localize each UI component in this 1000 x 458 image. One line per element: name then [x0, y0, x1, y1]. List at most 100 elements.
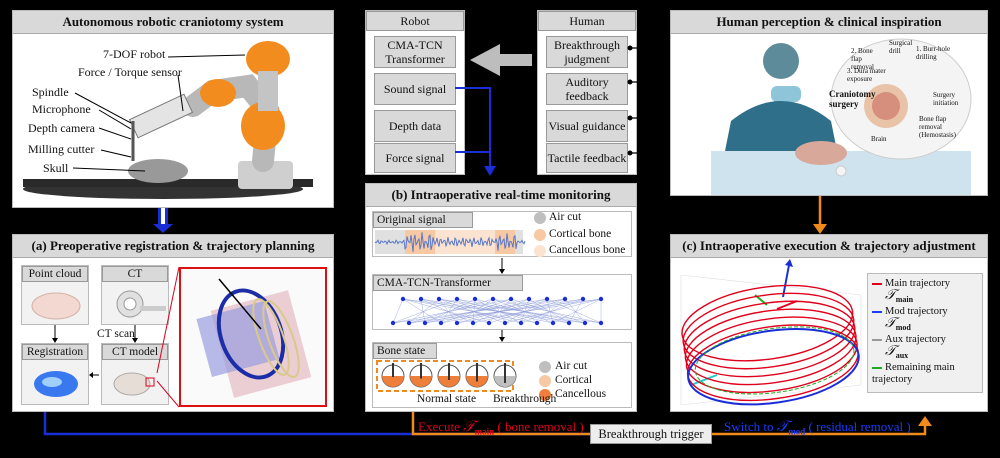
bubble-step-3: 3. Dura mater exposure	[847, 67, 886, 83]
label-spindle: Spindle	[32, 85, 69, 99]
execute-prefix: Execute	[418, 419, 464, 434]
bubble-step-2: 2. Bone flap removal	[851, 47, 874, 71]
signal-waveform	[374, 230, 526, 254]
net-node	[598, 320, 604, 326]
ct-model-label: CT model	[102, 344, 168, 360]
bubble-step-1: 1. Burr-hole drilling	[916, 45, 951, 61]
execute-sym: 𝒯	[463, 419, 475, 435]
bone-state-icon	[493, 363, 517, 388]
robot-header: Robot	[366, 11, 464, 31]
label-force-torque-sensor: Force / Torque sensor	[78, 65, 182, 79]
legend-symbol: 𝒯	[885, 344, 896, 359]
legend2-cancellous: Cancellous	[555, 388, 607, 400]
execution-panel: (c) Intraoperative execution & trajector…	[670, 234, 988, 412]
label-7dof-robot: 7-DOF robot	[103, 47, 166, 61]
label-depth-camera: Depth camera	[28, 121, 95, 135]
bone-state-icon	[465, 363, 489, 388]
switch-suffix: ( residual removal )	[805, 419, 911, 434]
main-trajectory-loop	[685, 316, 858, 394]
system-title: Autonomous robotic craniotomy system	[13, 11, 333, 34]
trajectory-plot	[680, 259, 862, 406]
ct-box: CT	[101, 265, 169, 325]
legend-swatch	[872, 366, 882, 369]
planning-panel: (a) Preoperative registration & trajecto…	[12, 234, 334, 412]
breakthrough-label: Breakthrough	[493, 393, 557, 405]
bubble-hemostasis: Bone flap removal (Hemostasis)	[919, 115, 956, 139]
net-node	[406, 320, 412, 326]
robot-illustration	[23, 41, 313, 199]
bubble-drill: Surgical drill	[889, 39, 913, 55]
label-milling-cutter: Milling cutter	[28, 142, 95, 156]
legend-swatch	[872, 310, 882, 313]
net-node	[550, 320, 556, 326]
legend1-air-cut: Air cut	[549, 211, 582, 223]
net-node	[526, 296, 532, 302]
robot-item-depth-data: Depth data	[374, 110, 456, 142]
net-node	[438, 320, 444, 326]
point-cloud-box: Point cloud	[21, 265, 89, 325]
registration-image	[34, 371, 78, 397]
net-node	[580, 296, 586, 302]
net-node	[534, 320, 540, 326]
original-signal-label: Original signal	[373, 212, 473, 228]
net-node	[472, 296, 478, 302]
legend1-cancellous-bone: Cancellous bone	[549, 244, 626, 256]
ct-scanner-image	[116, 290, 166, 318]
model-box: CMA-TCN-Transformer	[372, 274, 632, 330]
legend-swatch	[872, 282, 882, 285]
net-node	[390, 320, 396, 326]
planning-title: (a) Preoperative registration & trajecto…	[13, 235, 333, 258]
net-node	[436, 296, 442, 302]
ct-model-image	[113, 372, 155, 396]
human-item-tactile-feedback: Tactile feedback	[546, 143, 628, 173]
legend2-air-cut: Air cut	[555, 360, 588, 372]
net-node	[454, 320, 460, 326]
legend-item: Remaining main trajectory	[872, 362, 982, 386]
perception-title: Human perception & clinical inspiration	[671, 11, 987, 34]
normal-state-label: Normal state	[417, 393, 477, 405]
bone-state-box: Bone state Air cut Cortical Cancellous N…	[372, 342, 632, 408]
net-node	[598, 296, 604, 302]
legend-symbol: 𝒯	[885, 316, 896, 331]
main-trajectory-loop	[682, 292, 855, 370]
legend-swatch	[872, 338, 882, 341]
switch-sym: 𝒯	[776, 419, 789, 435]
label-skull: Skull	[43, 161, 69, 175]
human-panel: Human Breakthrough judgment Auditory fee…	[537, 10, 637, 175]
legend-text: Remaining main trajectory	[872, 362, 955, 385]
legend-subscript: main	[895, 295, 914, 305]
switch-text: Switch to 𝒯mod ( residual removal )	[724, 418, 911, 437]
switch-sub: mod	[788, 426, 806, 437]
net-node	[566, 320, 572, 326]
net-node	[418, 296, 424, 302]
legend-text: Main trajectory	[885, 278, 951, 289]
net-node	[562, 296, 568, 302]
robot-item-cma-tcn: CMA-TCN Transformer	[374, 36, 456, 68]
registration-box: Registration	[21, 343, 89, 405]
original-signal-box: Original signal	[372, 211, 632, 257]
net-node	[582, 320, 588, 326]
ct-model-box: CT model	[101, 343, 169, 405]
model-label: CMA-TCN-Transformer	[373, 275, 523, 291]
bone-state-icon	[437, 363, 461, 388]
legend-symbol: 𝒯	[885, 288, 896, 303]
legend1-dots	[499, 212, 546, 274]
net-node	[544, 296, 550, 302]
human-header: Human	[538, 11, 636, 31]
human-to-robot-arrow	[470, 44, 532, 76]
bone-state-label: Bone state	[373, 343, 437, 359]
trajectory-plan-image	[196, 278, 312, 398]
execute-text: Execute 𝒯main ( bone removal )	[418, 418, 584, 437]
net-node	[400, 296, 406, 302]
net-node	[502, 320, 508, 326]
legend1-cortical-bone: Cortical bone	[549, 228, 612, 240]
bubble-center: Craniotomy surgery	[829, 89, 876, 109]
system-panel: Autonomous robotic craniotomy system 7-D…	[12, 10, 334, 208]
robot-item-sound-signal: Sound signal	[374, 73, 456, 105]
net-node	[508, 296, 514, 302]
human-item-visual-guidance: Visual guidance	[546, 110, 628, 142]
model-to-state-arrow	[499, 330, 505, 342]
